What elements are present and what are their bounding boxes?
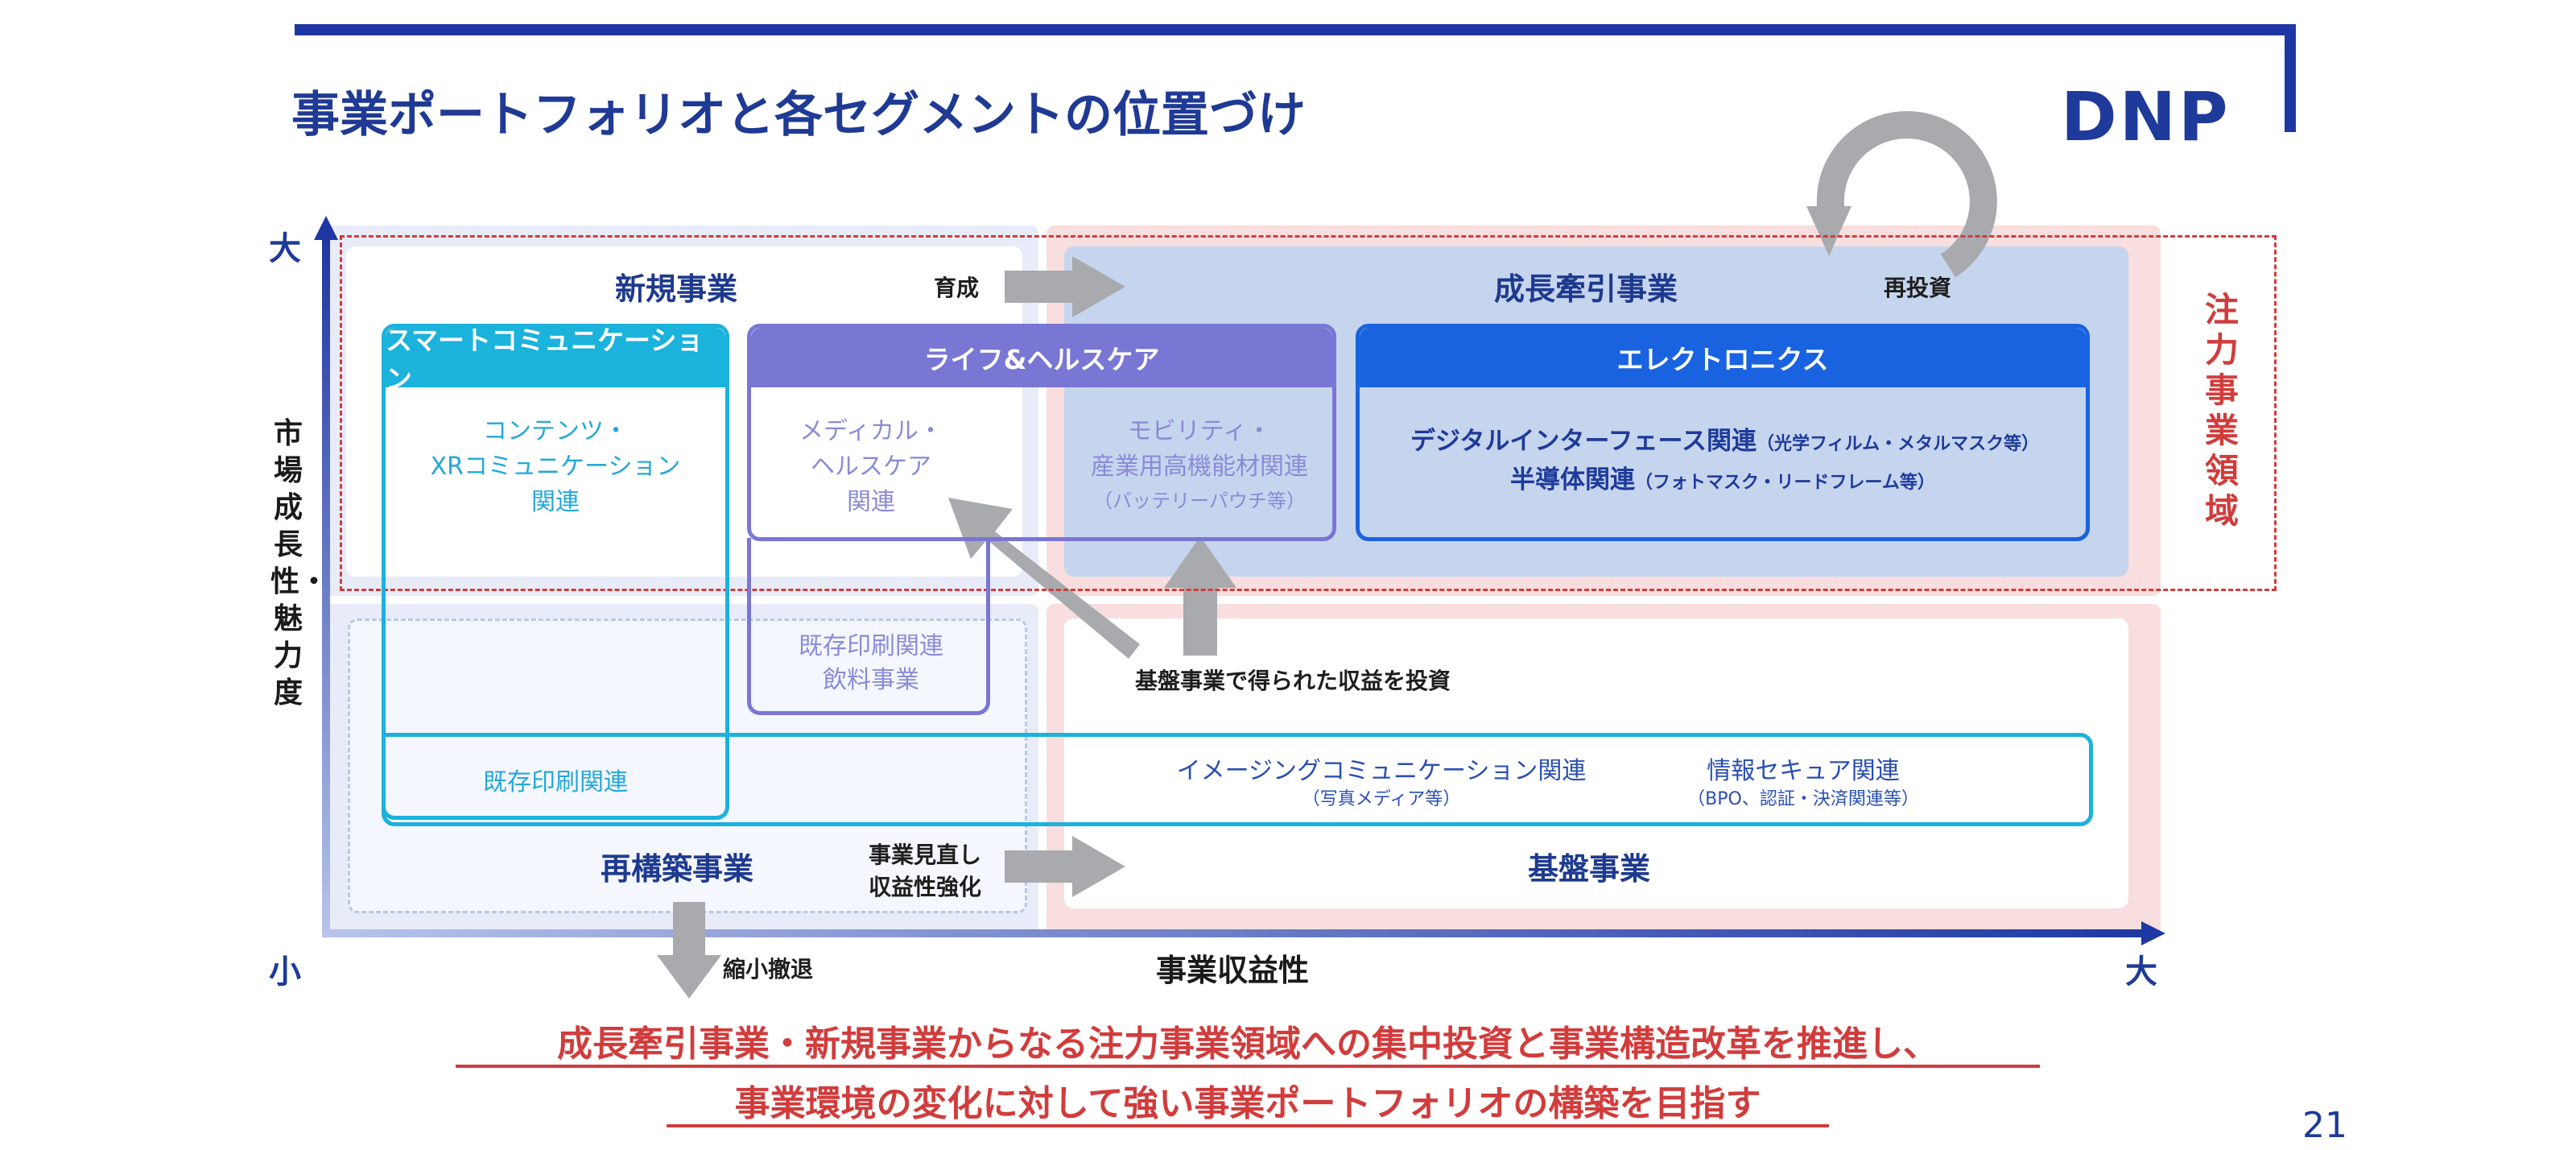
review-arrow [1005,836,1125,897]
label-growth-business: 成長牽引事業 [1494,271,1678,307]
electronics-semi-label: 半導体関連 [1510,465,1635,494]
electronics-digital-note: （光学フィルム・メタルマスク等） [1756,434,2040,454]
x-axis-title: 事業収益性 [1156,953,1310,988]
life-healthcare-box: ライフ&ヘルスケア [747,324,1336,541]
dnp-logo: DNP [2061,77,2231,156]
imaging-label: イメージングコミュニケーション関連 [1176,757,1587,785]
electronics-digital: デジタルインターフェース関連（光学フィルム・メタルマスク等） [1410,420,2039,457]
electronics-semi-note: （フォトマスク・リードフレーム等） [1635,473,1935,493]
y-axis-low: 小 [269,954,301,991]
conclusion-line2: 事業環境の変化に対して強い事業ポートフォリオの構築を目指す [734,1083,1761,1124]
smart-communication-header: スマートコミュニケーション [386,325,725,395]
label-nurture: 育成 [934,275,980,301]
electronics-box: エレクトロニクス [1356,324,2090,541]
nurture-arrow [1005,256,1125,317]
x-axis-arrow [322,921,2165,945]
life-existing-line1: 既存印刷関連 [799,632,943,660]
mobility-note: （バッテリーパウチ等） [1093,490,1306,512]
life-healthcare-header: ライフ&ヘルスケア [751,328,1332,387]
life-healthcare-lower-box [747,538,990,715]
smart-existing-print: 既存印刷関連 [483,768,628,796]
label-base-business: 基盤事業 [1528,851,1651,887]
focus-area-label: 注力事業領域 [2204,290,2239,531]
header-rule-corner [2285,24,2296,132]
conclusion-line1: 成長牽引事業・新規事業からなる注力事業領域への集中投資と事業構造改革を推進し、 [557,1024,1938,1065]
electronics-header: エレクトロニクス [1360,328,2086,387]
label-review-line2: 収益性強化 [868,874,981,900]
smart-communication-box: スマートコミュニケーション [382,324,729,820]
shrink-arrow [657,902,721,999]
electronics-semi: 半導体関連（フォトマスク・リードフレーム等） [1510,459,1935,495]
y-axis-high: 大 [269,230,301,267]
smart-item-line2: XRコミュニケーション [430,453,681,481]
security-note: （BPO、認証・決済関連等） [1687,789,1919,809]
life-existing-line2: 飲料事業 [823,666,919,694]
label-reinvest: 再投資 [1884,275,1952,301]
slide-title: 事業ポートフォリオと各セグメントの位置づけ [291,87,1306,143]
y-axis-arrow [314,216,338,937]
medical-line2: ヘルスケア [811,453,931,481]
label-new-business: 新規事業 [615,271,738,307]
reinvest-loop-arrow [1816,110,1997,278]
label-restructure-business: 再構築事業 [601,851,754,887]
y-axis-title: 市場成長性・魅力度 [270,417,329,709]
medical-line1: メディカル・ [799,417,943,445]
quadrant-base-panel [1064,618,2128,908]
smart-item-line1: コンテンツ・ [483,417,628,445]
medical-line3: 関連 [847,488,895,516]
smart-item-line3: 関連 [531,488,580,516]
header-rule [295,24,2296,35]
x-axis-high: 大 [2125,954,2157,991]
conclusion-line1-underline [456,1065,2040,1068]
electronics-digital-label: デジタルインターフェース関連 [1410,427,1757,456]
label-shrink: 縮小撤退 [723,956,814,982]
quadrant-new-panel [346,246,1022,577]
mobility-line2: 産業用高機能材関連 [1091,453,1308,481]
mobility-line1: モビリティ・ [1127,417,1272,445]
security-label: 情報セキュア関連 [1707,757,1900,785]
conclusion-line2-underline [667,1124,1829,1127]
invest-up-arrow [1164,536,1236,656]
page-number: 21 [2302,1105,2347,1146]
label-review-line1: 事業見直し [868,842,981,868]
label-invest-profits: 基盤事業で得られた収益を投資 [1135,668,1451,694]
imaging-note: （写真メディア等） [1302,789,1461,809]
reinvest-loop-arrowhead [1806,206,1852,256]
quadrant-restructure-panel [348,618,1027,913]
focus-area-frame [340,235,2277,591]
